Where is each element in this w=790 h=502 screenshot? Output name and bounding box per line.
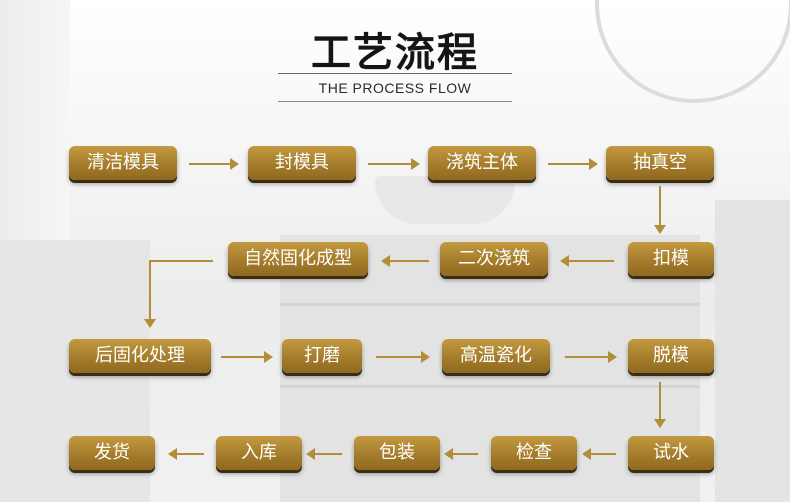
step-clean-mold: 清洁模具 — [69, 146, 177, 180]
flow-arrow — [168, 448, 204, 460]
step-post-cure: 后固化处理 — [69, 339, 211, 373]
step-ship: 发货 — [69, 436, 155, 470]
step-buckle-mold: 扣模 — [628, 242, 714, 276]
step-natural-cure: 自然固化成型 — [228, 242, 368, 276]
step-inspect: 检查 — [491, 436, 577, 470]
step-high-temp-porcelain: 高温瓷化 — [442, 339, 550, 373]
flow-arrow — [368, 158, 420, 170]
step-water-test: 试水 — [628, 436, 714, 470]
page-title: 工艺流程 — [311, 30, 479, 76]
step-cast-body: 浇筑主体 — [428, 146, 536, 180]
page-subtitle: THE PROCESS FLOW — [318, 80, 472, 96]
background-sink — [375, 176, 515, 224]
flow-arrow — [560, 255, 614, 267]
subtitle-divider-top — [278, 73, 512, 74]
background-window — [0, 0, 70, 240]
step-polish: 打磨 — [282, 339, 362, 373]
flow-arrow — [306, 448, 342, 460]
flow-arrow — [582, 448, 616, 460]
flow-arrow — [548, 158, 598, 170]
cabinet-divider — [280, 385, 700, 388]
flow-arrow — [376, 351, 430, 363]
step-vacuum: 抽真空 — [606, 146, 714, 180]
flow-elbow — [149, 260, 213, 262]
flow-arrow-down — [144, 260, 156, 328]
step-demold: 脱模 — [628, 339, 714, 373]
flow-arrow — [565, 351, 617, 363]
step-package: 包装 — [354, 436, 440, 470]
cabinet-divider — [280, 303, 700, 306]
flow-arrow — [189, 158, 239, 170]
flow-arrow — [221, 351, 273, 363]
flow-arrow-down — [654, 186, 666, 234]
flow-arrow — [381, 255, 429, 267]
flow-arrow-down — [654, 382, 666, 428]
background-right-panel — [715, 200, 790, 502]
step-second-cast: 二次浇筑 — [440, 242, 548, 276]
step-seal-mold: 封模具 — [248, 146, 356, 180]
subtitle-divider-bottom — [278, 101, 512, 102]
flow-arrow — [444, 448, 478, 460]
step-warehouse: 入库 — [216, 436, 302, 470]
